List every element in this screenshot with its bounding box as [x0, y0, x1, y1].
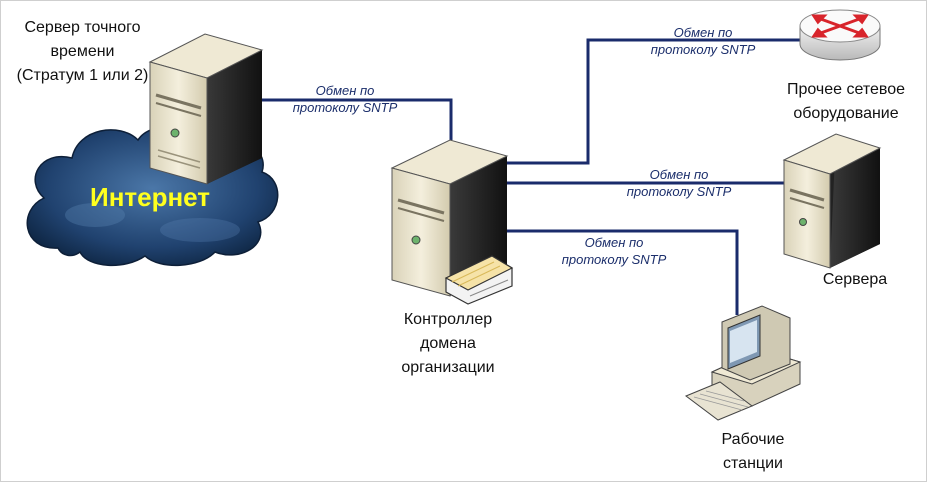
router-icon: [799, 9, 881, 61]
edge-time-to-dc: [262, 98, 453, 140]
edge-label-line: Обмен по: [584, 235, 644, 250]
edge-label-line: протоколу SNTP: [292, 100, 398, 115]
domain-controller-label-line: организации: [401, 359, 495, 376]
time-server-label-line: времени: [50, 43, 115, 60]
edge-label-line: Обмен по: [315, 83, 375, 98]
domain-controller-label-line: домена: [420, 335, 476, 352]
internet-label: Интернет: [90, 182, 211, 212]
edge-label-dc-to-servers: Обмен по протоколу SNTP: [614, 166, 744, 200]
time-server-label-line: (Стратум 1 или 2): [16, 67, 149, 84]
edge-label-line: Обмен по: [649, 167, 709, 182]
edge-label-time-to-dc: Обмен по протоколу SNTP: [280, 82, 410, 116]
edge-label-dc-to-workstations: Обмен по протоколу SNTP: [549, 234, 679, 268]
edge-label-line: протоколу SNTP: [650, 42, 756, 57]
edge-label-line: протоколу SNTP: [626, 184, 732, 199]
edge-dc-to-equipment: [507, 38, 800, 165]
edge-label-line: протоколу SNTP: [561, 252, 667, 267]
domain-controller-label-line: Контроллер: [403, 311, 493, 328]
workstations-label-line: станции: [723, 455, 783, 472]
time-server-label: Сервер точного времени (Стратум 1 или 2): [0, 16, 165, 88]
edge-dc-to-workstations: [507, 229, 739, 315]
time-server-label-line: Сервер точного: [24, 19, 141, 36]
workstations-label: Рабочие станции: [698, 428, 808, 476]
edge-label-line: Обмен по: [673, 25, 733, 40]
workstations-label-line: Рабочие: [721, 431, 785, 448]
workstation-icon: [684, 305, 802, 421]
domain-controller-icon: [390, 139, 514, 305]
server-rack-icon: [782, 133, 882, 269]
other-equipment-label: Прочее сетевое оборудование: [776, 78, 916, 126]
time-server-icon: [148, 33, 264, 185]
other-equipment-label-line: оборудование: [793, 105, 899, 122]
domain-controller-label: Контроллер домена организации: [378, 308, 518, 380]
connection-lines: [262, 38, 800, 315]
servers-label: Сервера: [822, 271, 888, 288]
edge-label-dc-to-equipment: Обмен по протоколу SNTP: [638, 24, 768, 58]
other-equipment-label-line: Прочее сетевое: [786, 81, 906, 98]
